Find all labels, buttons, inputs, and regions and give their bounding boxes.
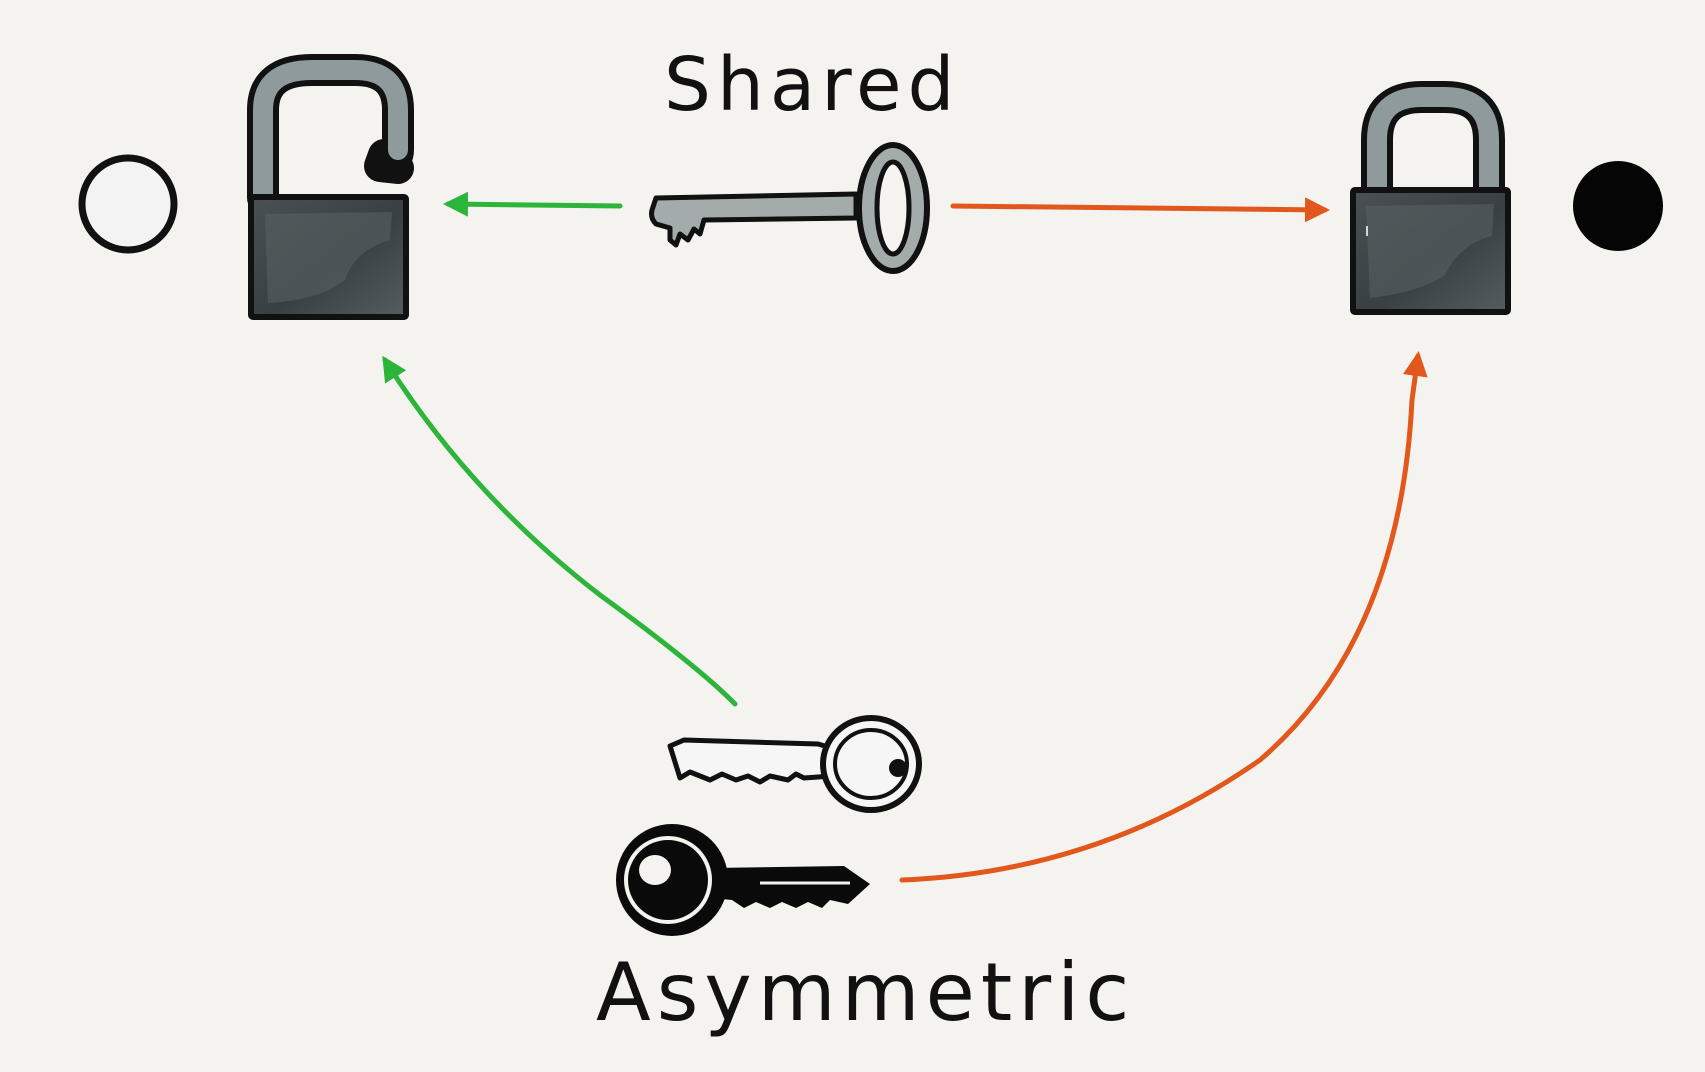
private-key-icon bbox=[616, 824, 870, 936]
public-key-to-open-lock-arrow bbox=[382, 355, 738, 707]
shared-to-closed-lock-arrow bbox=[950, 197, 1330, 223]
shared-key-icon bbox=[649, 142, 930, 274]
private-key-to-closed-lock-arrow bbox=[899, 351, 1428, 883]
asymmetric-label: Asymmetric bbox=[596, 946, 1136, 1039]
shared-label: Shared bbox=[664, 42, 961, 128]
public-key-icon bbox=[667, 715, 922, 813]
unlocked-padlock-icon bbox=[247, 54, 414, 320]
locked-padlock-icon bbox=[1350, 81, 1511, 315]
right-endpoint-circle bbox=[1573, 161, 1663, 251]
left-endpoint-circle bbox=[78, 154, 178, 254]
shared-to-open-lock-arrow bbox=[443, 191, 623, 217]
